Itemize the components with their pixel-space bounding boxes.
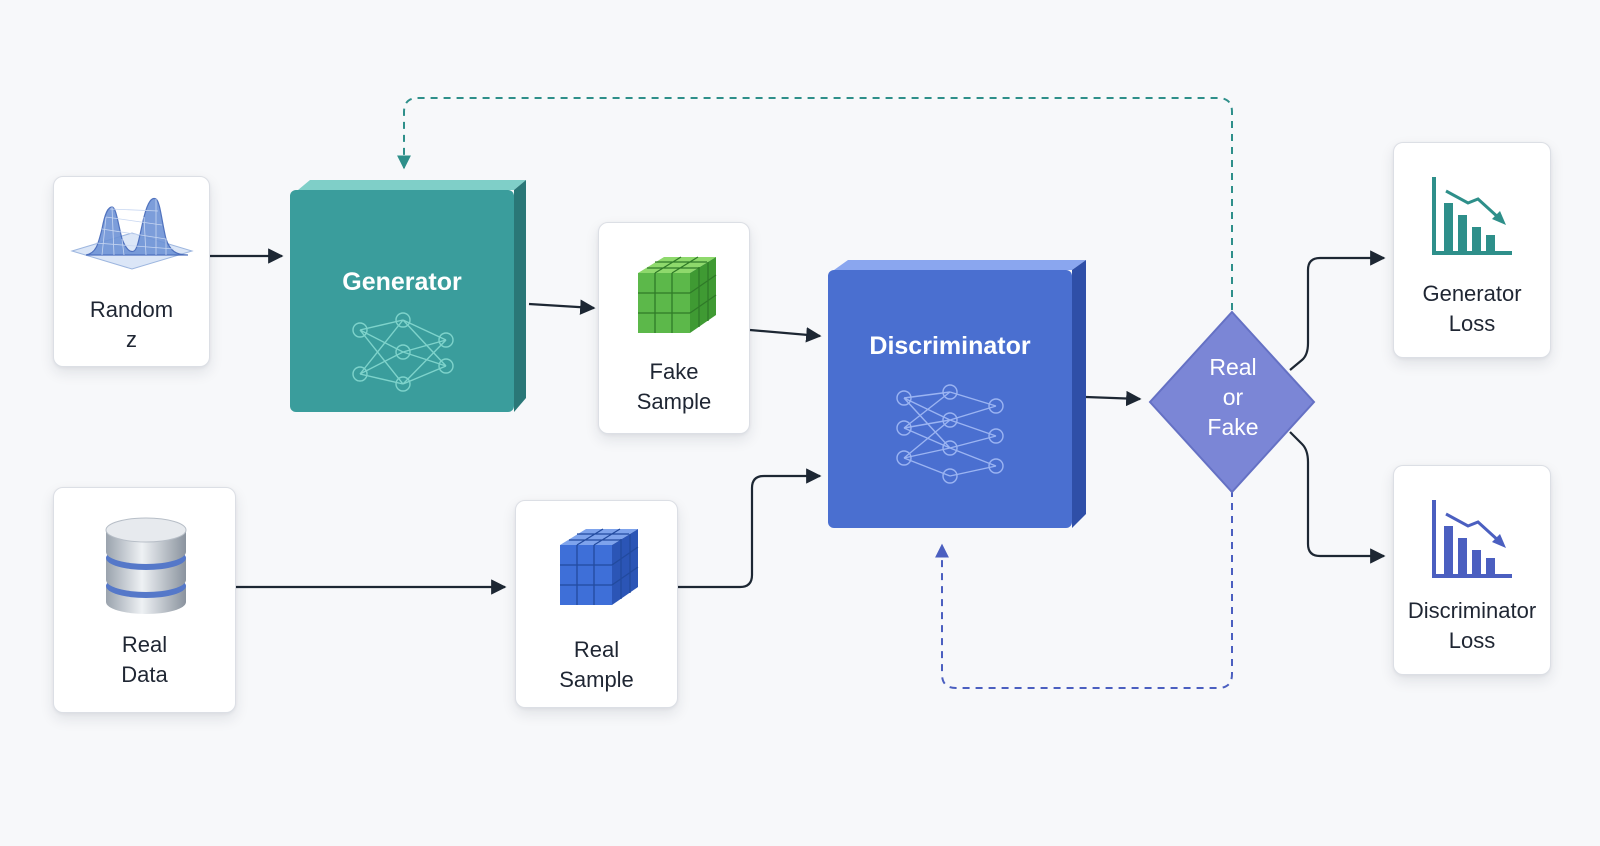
green-cube-icon [638,256,717,333]
real-data-label-line1: Real [121,632,168,657]
discriminator-loss-decreasing-bar-chart-icon [1432,500,1512,578]
database-icon [105,517,187,614]
arrow-generator-to-fake-sample [528,299,596,315]
real-data-label-line2: Data [121,662,168,687]
fake-sample-label-line2: Sample [636,389,712,414]
discriminator-loss-card[interactable]: Discriminator Loss [1393,465,1551,675]
arrow-decision-to-discriminator-loss [1289,431,1386,564]
discriminator-neural-network-icon [896,384,1004,484]
real-sample-card[interactable]: Real Sample [515,500,678,708]
discriminator-loss-label-line2: Loss [1448,628,1496,653]
generator-neural-network-icon [352,312,454,392]
generator-loss-card[interactable]: Generator Loss [1393,142,1551,358]
real-data-card[interactable]: Real Data [53,487,236,713]
random-z-label-line1: Random [89,297,174,322]
generator-title: Generator [342,268,462,296]
arrow-fake-sample-to-discriminator [749,327,822,343]
fake-sample-label-line1: Fake [649,359,699,384]
discriminator-loss-label-line1: Discriminator [1407,598,1537,623]
random-z-label-line2: z [126,327,137,352]
arrow-discriminator-to-decision [1085,390,1142,407]
decision-label-line2: or [1222,384,1244,410]
discriminator-block[interactable]: Discriminator [828,256,1092,536]
generator-block[interactable]: Generator [290,176,535,426]
gaussian-surface-icon [70,197,194,270]
feedback-loop-discriminator [935,490,1233,689]
decision-label-line1: Real [1209,354,1257,380]
generator-loss-label-line2: Loss [1448,311,1496,336]
real-sample-label-line1: Real [573,637,620,662]
blue-cube-icon [560,528,639,605]
decision-label-line3: Fake [1207,414,1259,440]
fake-sample-card[interactable]: Fake Sample [598,222,750,434]
real-sample-label-line2: Sample [559,667,634,692]
arrow-real-sample-to-discriminator [678,468,822,589]
discriminator-title: Discriminator [869,332,1031,360]
real-or-fake-decision[interactable] [1140,306,1320,496]
generator-loss-decreasing-bar-chart-icon [1432,177,1512,255]
arrow-decision-to-generator-loss [1289,250,1386,371]
generator-block-shape [290,180,526,412]
random-z-card[interactable]: Random z [53,176,210,367]
generator-loss-label-line1: Generator [1422,281,1522,306]
